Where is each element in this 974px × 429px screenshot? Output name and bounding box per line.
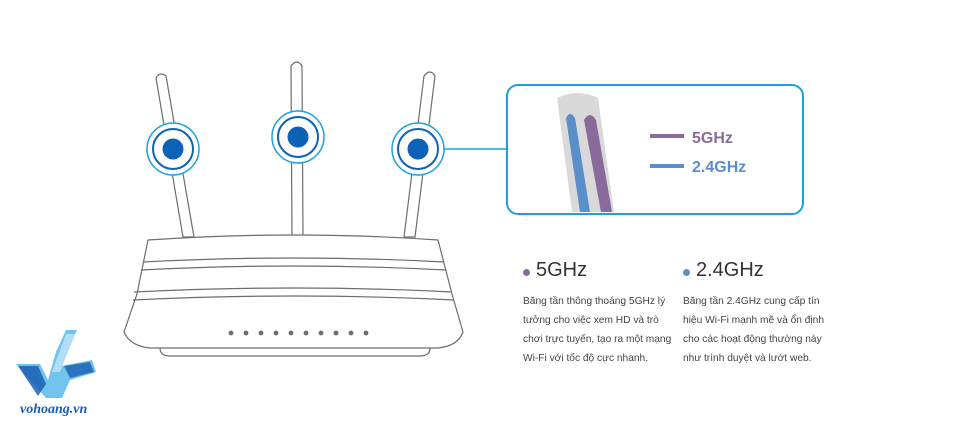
callout-label-24ghz: 2.4GHz (692, 159, 746, 176)
callout-label-5ghz: 5GHz (692, 130, 733, 147)
router-leds (228, 330, 369, 336)
band-24ghz-dot-icon (683, 268, 690, 276)
band-5ghz-title: 5GHz (536, 259, 588, 281)
band-24ghz-heading: 2.4GHz (683, 258, 833, 282)
band-5ghz-description: Băng tần thông thoáng 5GHz lý tưởng cho … (523, 296, 672, 364)
antenna-zoom-callout: 5GHz 2.4GHz (506, 84, 804, 215)
vh-logo (16, 330, 96, 398)
band-5ghz-dot-icon (523, 268, 530, 276)
band-24ghz-description: Băng tần 2.4GHz cung cấp tín hiệu Wi-Fi … (683, 296, 824, 364)
signal-icon (146, 110, 445, 176)
band-24ghz-section: 2.4GHz Băng tần 2.4GHz cung cấp tín hiệu… (683, 258, 833, 368)
band-24ghz-title: 2.4GHz (696, 259, 764, 281)
router-body (123, 234, 464, 357)
band-5ghz-section: 5GHz Băng tần thông thoáng 5GHz lý tưởng… (523, 258, 673, 368)
band-5ghz-heading: 5GHz (523, 258, 673, 282)
logo-text: vohoang.vn (20, 402, 88, 417)
